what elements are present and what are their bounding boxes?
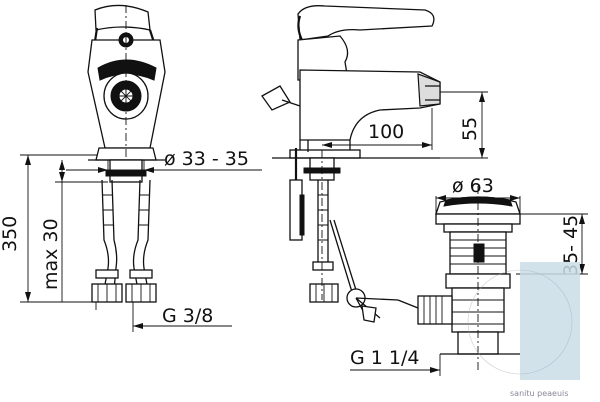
dim-spout-height: 55 (459, 117, 481, 141)
watermark: sanitu peaeuis (467, 262, 580, 398)
dim-max-30: max 30 (40, 218, 62, 290)
dim-drain-diameter: ø 63 (452, 175, 494, 197)
dim-drain-thread: G 1 1/4 (350, 347, 419, 369)
front-view (87, 4, 166, 303)
watermark-text: sanitu peaeuis (510, 389, 568, 398)
side-dimensions (322, 91, 488, 159)
dim-spout-reach: 100 (368, 121, 404, 143)
drain-view (417, 186, 521, 370)
drain-dimensions (350, 195, 588, 376)
dim-hole-diameter: ø 33 - 35 (164, 148, 249, 170)
front-dimensions (20, 154, 262, 332)
side-view (261, 5, 441, 323)
dim-350: 350 (0, 216, 21, 252)
dim-drain-height: 35- 45 (560, 215, 582, 276)
dim-connection-thread: G 3/8 (162, 305, 213, 327)
